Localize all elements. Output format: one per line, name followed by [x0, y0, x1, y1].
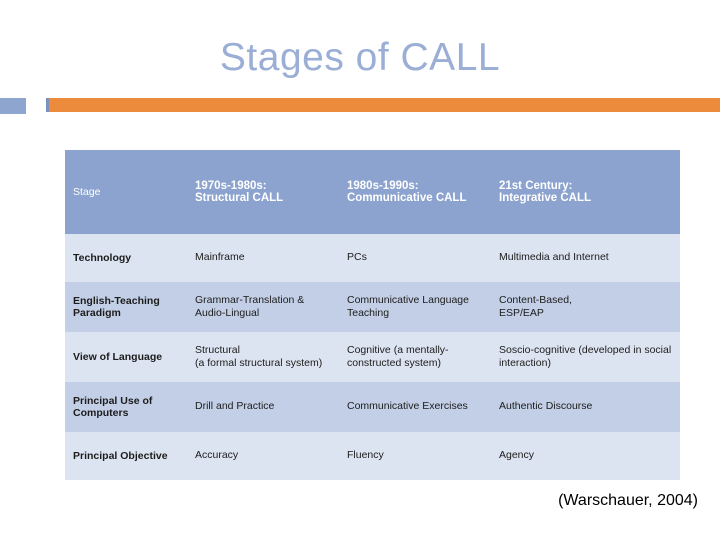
decorative-blue-block — [0, 98, 26, 114]
cell-line2: ESP/EAP — [499, 307, 544, 319]
cell-line1: Authentic Discourse — [499, 400, 593, 413]
row-label-principal-use-of-computers: Principal Use of Computers — [65, 382, 187, 432]
row-label-principal-objective: Principal Objective — [65, 432, 187, 480]
row-label-line1: Principal Objective — [73, 450, 168, 462]
cell-paradigm-communicative: Communicative Language Teaching — [339, 282, 491, 332]
cell-line1: Mainframe — [195, 251, 245, 264]
cell-line1: Content-Based, — [499, 293, 572, 306]
table-header-row: Stage 1970s-1980s: Structural CALL 1980s… — [65, 150, 680, 234]
row-label-line1: View of Language — [73, 351, 163, 363]
row-label-line1: Technology — [73, 252, 132, 264]
cell-line2: constructed system) — [347, 357, 441, 369]
cell-line2: interaction) — [499, 357, 551, 369]
header-cell-structural: 1970s-1980s: Structural CALL — [187, 150, 339, 234]
row-label-line1: English-Teaching — [73, 295, 160, 307]
header-integrative-line2: Integrative CALL — [499, 192, 592, 204]
row-label-view-of-language: View of Language — [65, 332, 187, 382]
cell-technology-structural: Mainframe — [187, 234, 339, 282]
header-cell-stage: Stage — [65, 150, 187, 234]
header-cell-communicative: 1980s-1990s: Communicative CALL — [339, 150, 491, 234]
cell-line2: Teaching — [347, 307, 390, 319]
cell-line1: Fluency — [347, 449, 384, 462]
stages-of-call-table: Stage 1970s-1980s: Structural CALL 1980s… — [65, 150, 680, 480]
row-label-line1: Principal Use of — [73, 395, 153, 407]
source-citation: (Warschauer, 2004) — [558, 492, 698, 509]
cell-paradigm-integrative: Content-Based, ESP/EAP — [491, 282, 680, 332]
cell-line1: Communicative Exercises — [347, 400, 468, 413]
cell-line1: Agency — [499, 449, 535, 462]
cell-use-communicative: Communicative Exercises — [339, 382, 491, 432]
cell-line1: Communicative Language — [347, 293, 469, 306]
decorative-bar-tick — [46, 98, 49, 112]
cell-line1: Cognitive (a mentally- — [347, 343, 449, 356]
cell-line1: PCs — [347, 251, 367, 264]
header-communicative-line2: Communicative CALL — [347, 192, 467, 204]
row-label-line2: Computers — [73, 407, 129, 419]
cell-line2: (a formal structural system) — [195, 357, 323, 369]
header-cell-integrative: 21st Century: Integrative CALL — [491, 150, 680, 234]
cell-paradigm-structural: Grammar-Translation & Audio-Lingual — [187, 282, 339, 332]
cell-use-structural: Drill and Practice — [187, 382, 339, 432]
decorative-orange-bar — [46, 98, 720, 112]
row-label-technology: Technology — [65, 234, 187, 282]
table-row: Technology Mainframe PCs Multimedia and … — [65, 234, 680, 282]
cell-use-integrative: Authentic Discourse — [491, 382, 680, 432]
cell-view-structural: Structural (a formal structural system) — [187, 332, 339, 382]
cell-objective-structural: Accuracy — [187, 432, 339, 480]
header-integrative-line1: 21st Century: — [499, 180, 573, 192]
header-stage-label: Stage — [73, 186, 101, 198]
table-row: English-Teaching Paradigm Grammar-Transl… — [65, 282, 680, 332]
cell-line1: Grammar-Translation & — [195, 293, 305, 306]
table-row: Principal Objective Accuracy Fluency Age… — [65, 432, 680, 480]
header-structural-line2: Structural CALL — [195, 192, 284, 204]
cell-view-communicative: Cognitive (a mentally- constructed syste… — [339, 332, 491, 382]
cell-objective-integrative: Agency — [491, 432, 680, 480]
header-structural-line1: 1970s-1980s: — [195, 180, 267, 192]
cell-line1: Accuracy — [195, 449, 239, 462]
header-communicative-line1: 1980s-1990s: — [347, 180, 419, 192]
row-label-line2: Paradigm — [73, 307, 121, 319]
cell-objective-communicative: Fluency — [339, 432, 491, 480]
cell-line1: Soscio-cognitive (developed in social — [499, 343, 672, 356]
cell-line1: Structural — [195, 343, 240, 356]
cell-line1: Multimedia and Internet — [499, 251, 609, 264]
table-row: View of Language Structural (a formal st… — [65, 332, 680, 382]
cell-technology-communicative: PCs — [339, 234, 491, 282]
decorative-gap — [26, 98, 46, 114]
table-row: Principal Use of Computers Drill and Pra… — [65, 382, 680, 432]
cell-view-integrative: Soscio-cognitive (developed in social in… — [491, 332, 680, 382]
row-label-english-teaching-paradigm: English-Teaching Paradigm — [65, 282, 187, 332]
cell-line2: Audio-Lingual — [195, 307, 260, 319]
page-title: Stages of CALL — [219, 36, 501, 79]
cell-technology-integrative: Multimedia and Internet — [491, 234, 680, 282]
cell-line1: Drill and Practice — [195, 400, 275, 413]
